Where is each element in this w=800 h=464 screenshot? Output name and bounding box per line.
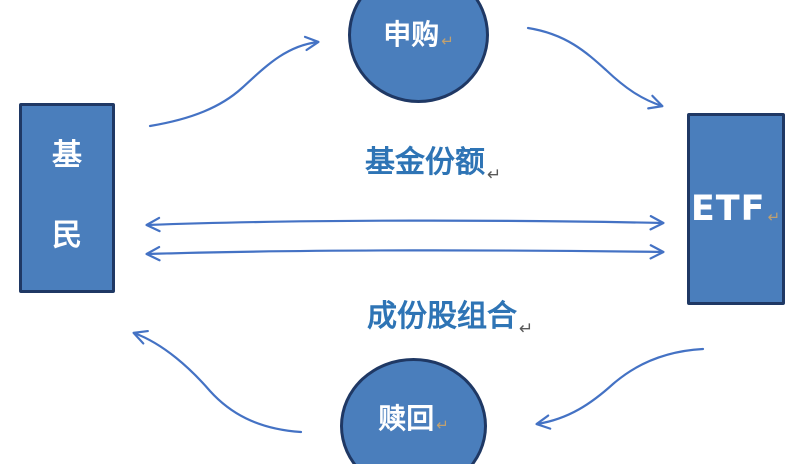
paragraph-return-mark: ↵ bbox=[436, 416, 449, 434]
paragraph-return-mark: ↵ bbox=[487, 165, 502, 185]
arrow-subscribe-to-etf bbox=[526, 26, 664, 110]
node-fund-investor: 基 民 bbox=[19, 103, 115, 293]
flow-label-fund-shares: 基金份额↵ bbox=[365, 145, 501, 184]
paragraph-return-mark: ↵ bbox=[441, 32, 454, 50]
redeem-label-wrap: 赎回 ↵ bbox=[378, 397, 449, 437]
flow-label-constituent-portfolio: 成份股组合↵ bbox=[367, 299, 533, 338]
paragraph-return-mark: ↵ bbox=[767, 208, 782, 226]
arrow-etf-to-redeem bbox=[535, 347, 705, 430]
node-etf: ETF ↵ bbox=[687, 113, 785, 305]
arrow-redeem-to-investor bbox=[132, 329, 303, 434]
subscribe-label: 申购 bbox=[383, 18, 440, 51]
redeem-label: 赎回 bbox=[378, 402, 435, 435]
arrow-shares-exchange-lower bbox=[145, 244, 665, 262]
subscribe-label-wrap: 申购 ↵ bbox=[383, 13, 454, 53]
fund-investor-char-1: 基 bbox=[52, 138, 82, 173]
fund-investor-char-2: 民 bbox=[52, 218, 82, 253]
etf-label-wrap: ETF ↵ bbox=[691, 189, 781, 229]
fund-shares-text: 基金份额 bbox=[365, 145, 485, 180]
arrow-investor-to-subscribe bbox=[148, 35, 320, 128]
constituent-portfolio-text: 成份股组合 bbox=[367, 299, 517, 334]
etf-label: ETF bbox=[690, 189, 766, 229]
arrow-shares-exchange-upper bbox=[145, 215, 665, 233]
paragraph-return-mark: ↵ bbox=[519, 319, 534, 339]
